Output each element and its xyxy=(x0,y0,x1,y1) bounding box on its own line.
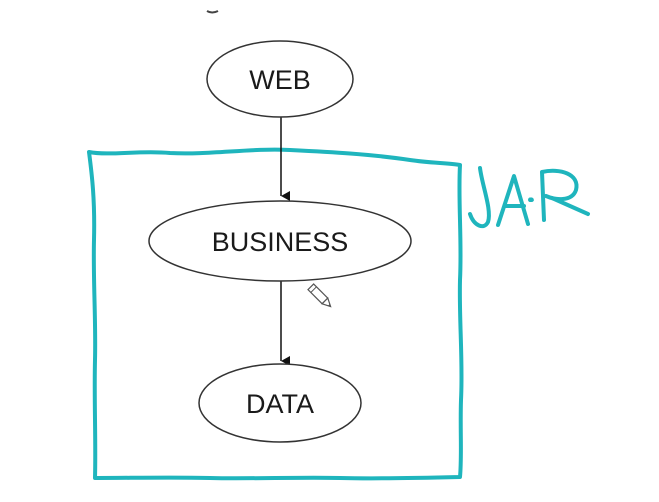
top-edge-mark xyxy=(206,10,219,14)
node-data-shape xyxy=(198,363,362,443)
node-business-shape xyxy=(148,200,412,282)
node-data: DATA xyxy=(198,363,362,443)
node-business: BUSINESS xyxy=(148,200,412,282)
node-web: WEB xyxy=(206,40,354,118)
jar-boundary-box xyxy=(87,147,464,481)
node-web-label: WEB xyxy=(249,65,311,95)
pencil-icon xyxy=(307,283,332,308)
node-data-label: DATA xyxy=(246,389,314,419)
jar-label: JAR xyxy=(530,198,532,201)
node-business-label: BUSINESS xyxy=(212,227,349,257)
node-web-shape xyxy=(206,40,354,118)
jar-annotation: JAR xyxy=(468,166,590,229)
